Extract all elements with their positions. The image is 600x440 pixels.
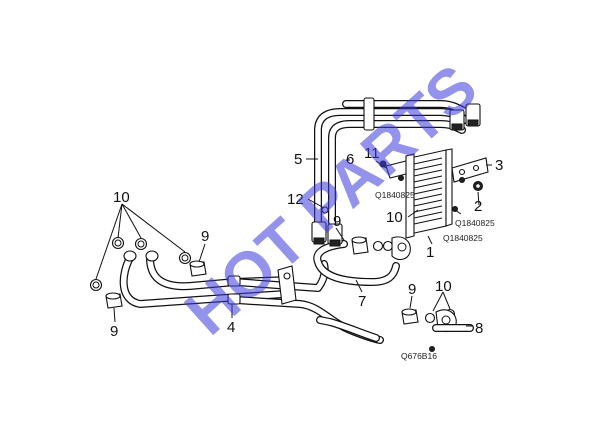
plug-left-upper	[189, 260, 207, 277]
callout-9-mid: 9	[333, 213, 341, 230]
nut-2	[473, 181, 483, 191]
screw-c	[459, 177, 465, 183]
callout-10-mid: 10	[386, 209, 403, 226]
code-q1840825-right-lower: Q1840825	[443, 233, 483, 243]
code-q676b16: Q676B16	[401, 351, 437, 361]
callout-8: 8	[475, 320, 483, 337]
fittings-12	[311, 206, 343, 247]
callout-10-right: 10	[435, 278, 452, 295]
pipe-8-assembly	[401, 308, 474, 352]
callout-12: 12	[287, 191, 304, 208]
plug-left-lower	[105, 292, 123, 309]
callout-7: 7	[358, 293, 366, 310]
callout-1: 1	[426, 244, 434, 261]
code-q1840825-left: Q1840825	[375, 190, 415, 200]
hose-7	[313, 240, 400, 286]
callout-11: 11	[364, 145, 380, 162]
code-q1840825-right-upper: Q1840825	[455, 218, 495, 228]
callout-9-left-upper: 9	[201, 228, 209, 245]
callout-9-right: 9	[408, 281, 416, 298]
screw-a	[398, 175, 404, 181]
pipe-assembly-left	[119, 250, 384, 344]
lines-upper	[314, 97, 481, 230]
o-rings-left	[89, 236, 192, 292]
callout-6: 6	[346, 151, 354, 168]
banjo-bolt-mid	[351, 236, 411, 261]
callout-3: 3	[495, 157, 503, 174]
callout-9-left-lower: 9	[110, 323, 118, 340]
oil-cooler	[405, 148, 453, 239]
callout-10-left: 10	[113, 189, 130, 206]
callout-4: 4	[227, 319, 235, 336]
bracket-3	[451, 157, 489, 183]
callout-2: 2	[474, 198, 482, 215]
leader-lines	[95, 158, 492, 327]
callout-5: 5	[294, 151, 302, 168]
